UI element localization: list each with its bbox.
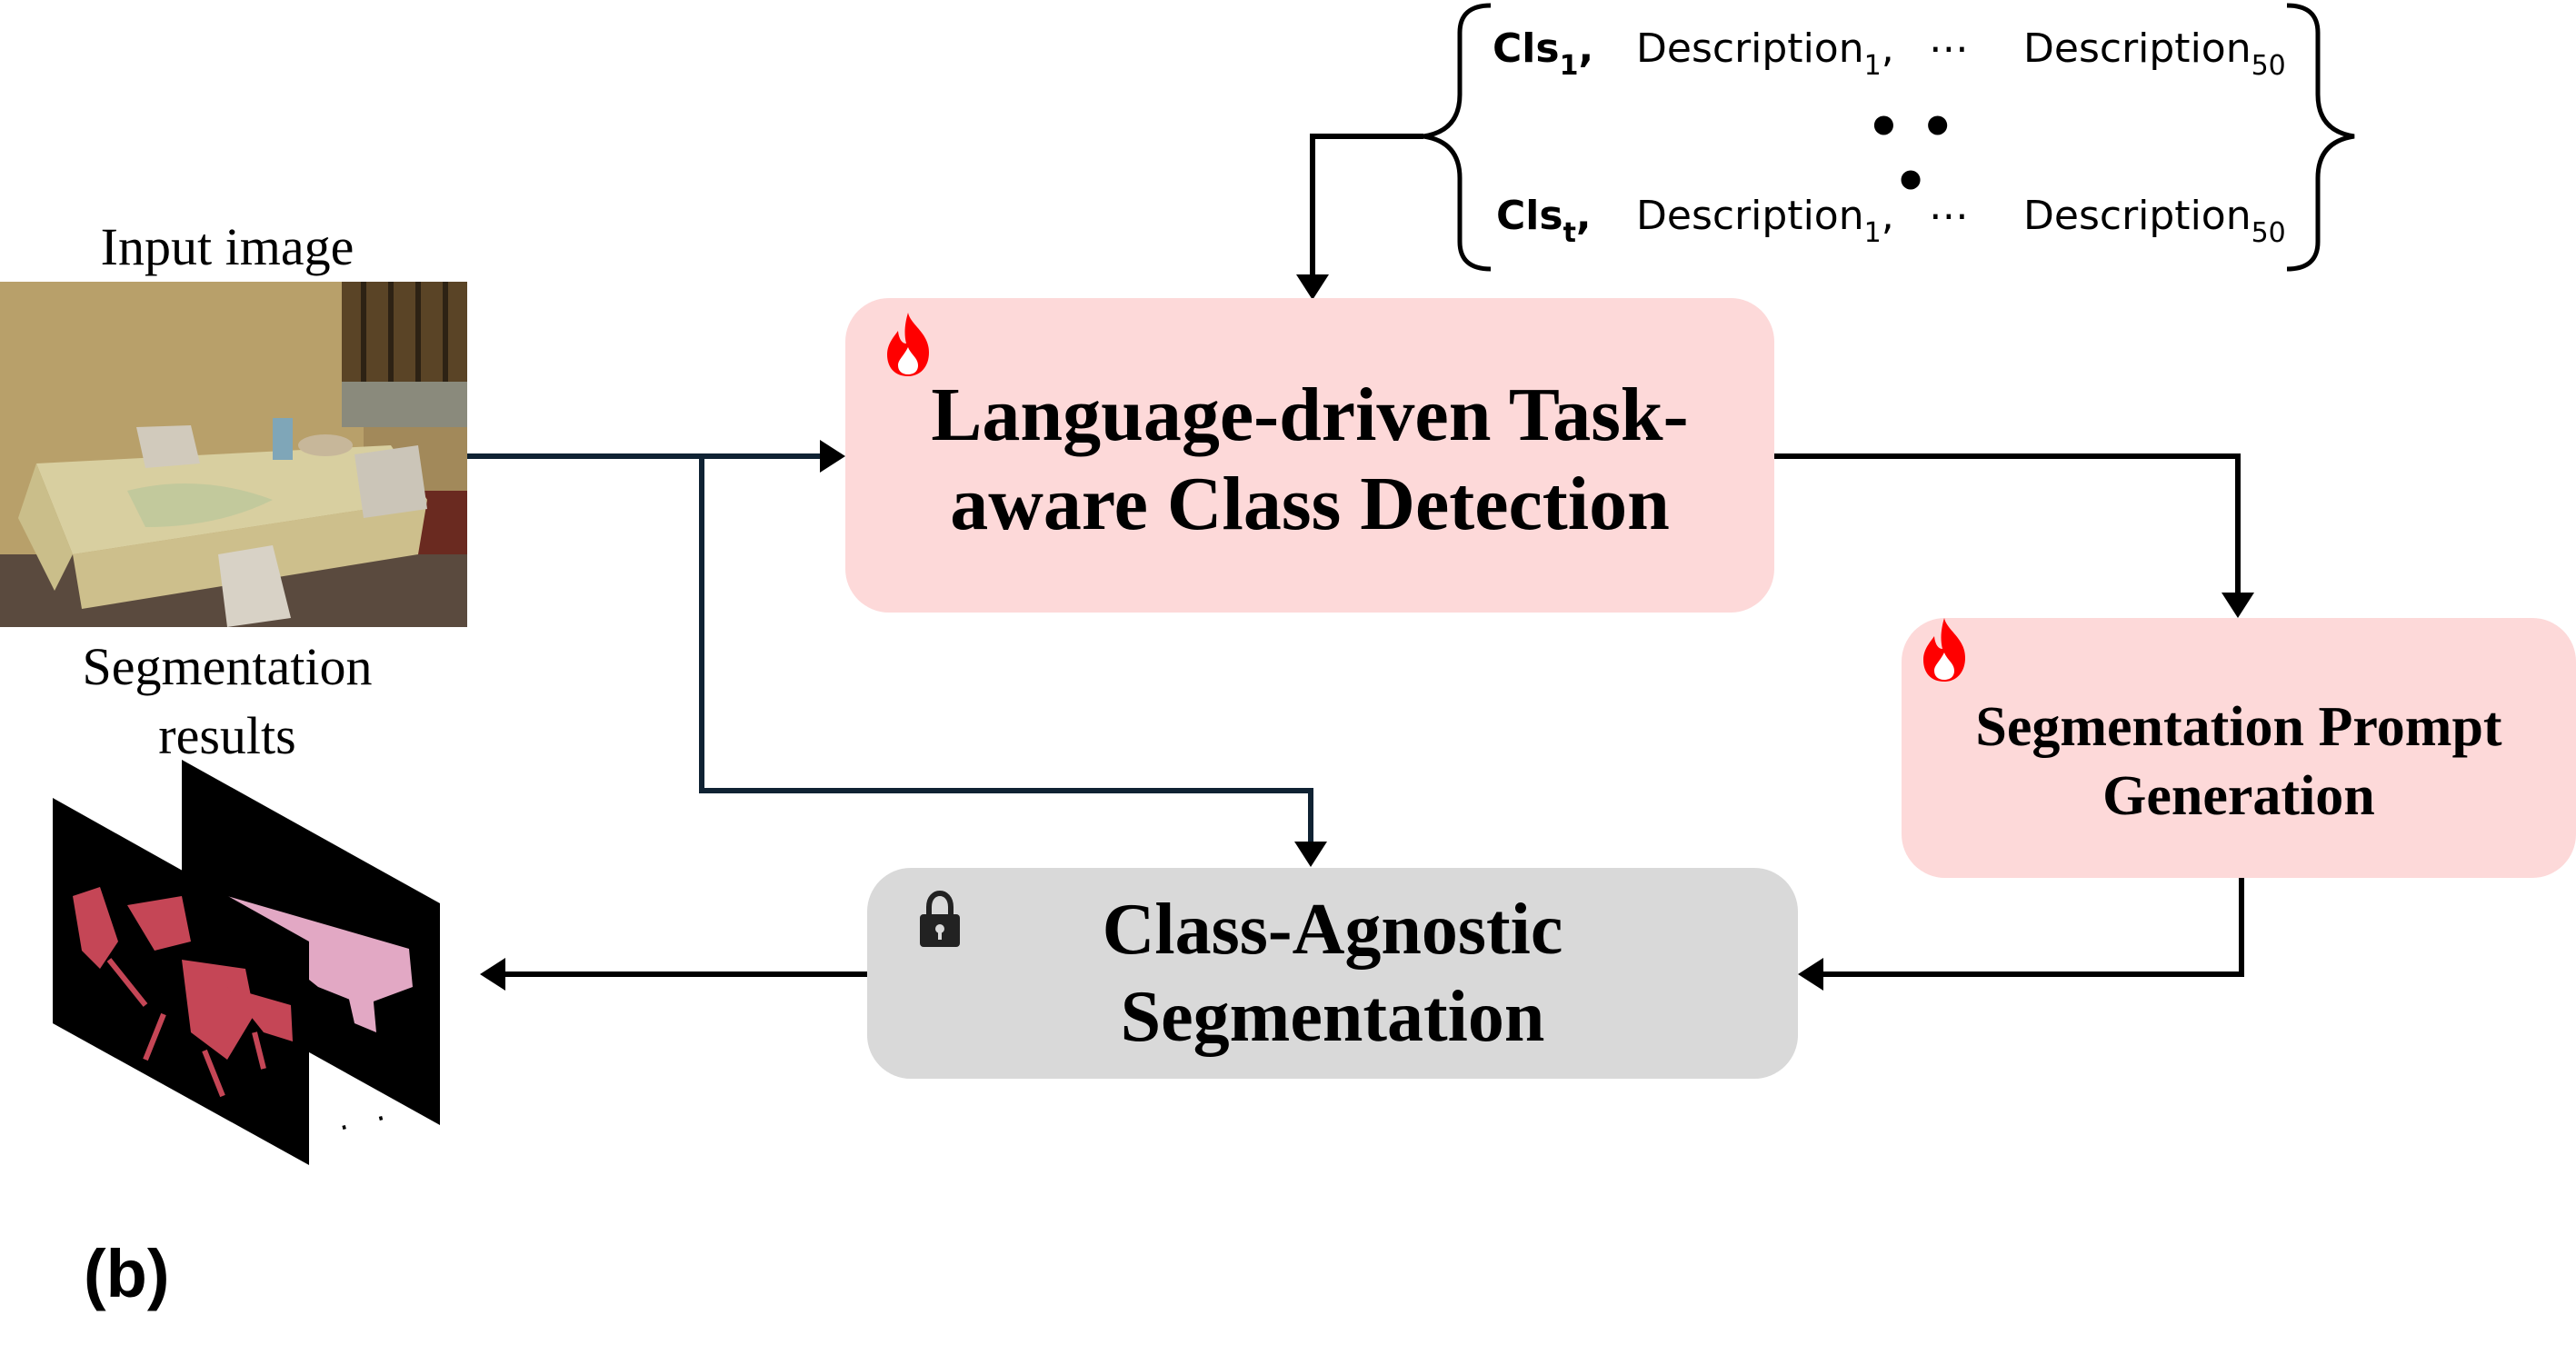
arrow-prompt-to-segmentation (1816, 878, 2244, 977)
arrow-image-to-segmentation (699, 456, 1313, 858)
class-name-first: Cls1, (1493, 25, 1594, 82)
description-last: Description50 (2023, 25, 2286, 82)
class-list-ellipsis: • • • (1866, 95, 1955, 214)
detection-box-title: Language-driven Task- aware Class Detect… (931, 373, 1689, 546)
segmentation-results-label: results (158, 706, 296, 765)
input-image-label: Input image (100, 217, 354, 276)
description-last: Description50 (2023, 193, 2286, 249)
class-name-last: Clst, (1496, 193, 1592, 249)
class-set-left-brace (1423, 3, 1492, 272)
figure-tag: (b) (84, 1236, 170, 1311)
segmentation-results-stack (53, 760, 440, 1165)
class-agnostic-segmentation-box: Class-Agnostic Segmentation (867, 868, 1798, 1079)
description-first: Description1, (1636, 25, 1894, 82)
arrow-classes-to-detection (1310, 134, 1423, 289)
flame-icon (887, 313, 929, 376)
lock-icon (920, 891, 960, 947)
class-row-first: Cls1, Description1, ⋯ Description50 (1491, 24, 2309, 82)
prompt-box-title: Segmentation Prompt Generation (1975, 696, 2502, 827)
flame-icon (1923, 618, 1965, 682)
segmentation-mask-front (53, 798, 309, 1165)
description-ellipsis: ⋯ (1929, 193, 1969, 239)
arrow-detection-to-prompt (1774, 453, 2241, 603)
class-set-right-brace (2286, 3, 2355, 272)
description-ellipsis: ⋯ (1929, 25, 1969, 72)
language-driven-detection-box: Language-driven Task- aware Class Detect… (845, 298, 1774, 613)
prompt-generation-box: Segmentation Prompt Generation (1902, 618, 2576, 878)
segmentation-box-title: Class-Agnostic Segmentation (1102, 890, 1563, 1057)
segmentation-results-label: Segmentation (82, 637, 373, 696)
description-first: Description1, (1636, 193, 1894, 249)
input-image-photo (0, 282, 467, 627)
class-row-last: Clst, Description1, ⋯ Description50 (1491, 191, 2309, 249)
